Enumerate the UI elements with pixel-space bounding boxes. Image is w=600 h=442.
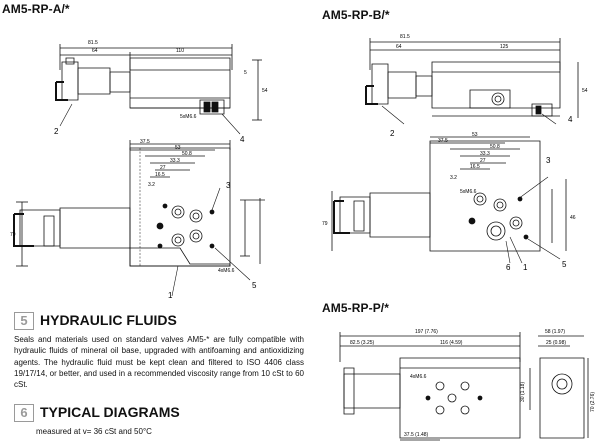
callout-a-top-2: 2 [54,127,59,136]
dim-a-16-5: 16.5 [155,172,165,178]
dim-a-33-3: 33.3 [170,158,180,164]
dim-b-37-5: 37.5 [438,138,448,144]
section-number-6: 6 [14,404,34,422]
dim-b-50-8: 50.8 [490,144,500,150]
drawing-title-a: AM5-RP-A/* [2,2,70,16]
drawing-a-front-view: 37.5 53 50.8 33.3 27 16.5 3.2 79 4xM6.6 … [10,139,300,300]
dim-b-27: 27 [480,158,486,164]
dim-b-125: 125 [500,44,509,50]
dim-p-4xm6: 4xM6.6 [410,374,427,380]
callout-b-top-2: 2 [390,129,395,138]
dim-b-53: 53 [472,132,478,138]
section-heading-hydraulic-fluids: HYDRAULIC FLUIDS [40,312,177,328]
dim-a-4xm6: 4xM6.6 [218,268,235,274]
dim-b-5xm6: 5xM6.6 [460,189,477,195]
dim-a-64: 64 [92,48,98,54]
dim-a-5: 5 [244,70,247,76]
dim-b-54: 54 [582,88,588,94]
dim-b-64: 64 [396,44,402,50]
dim-b-81-5: 81.5 [400,34,410,40]
dim-p-82-5: 82.5 (3.25) [350,340,375,346]
drawing-b-front-view: 53 37.5 50.8 33.3 27 16.5 3.2 79 46 5xM6… [322,132,576,272]
dim-p-37-5: 37.5 (1.48) [404,432,429,438]
section-heading-typical-diagrams: TYPICAL DIAGRAMS [40,404,180,420]
dim-b-16-5: 16.5 [470,164,480,170]
dim-b-46: 46 [570,215,576,221]
callout-a-bot-5: 5 [252,281,257,290]
section-body-typical-diagrams: measured at v= 36 cSt and 50°C [36,427,152,436]
dim-a-5xm6: 5xM6.6 [180,114,197,120]
dim-a-37-5: 37.5 [140,139,150,145]
callout-b-bot-1: 1 [523,263,528,272]
dim-p-70: 70 (2.76) [590,392,596,412]
dim-a-54: 54 [262,88,268,94]
callout-a-bot-3: 3 [226,181,231,190]
dim-p-116: 116 (4.59) [440,340,463,346]
dim-b-79: 79 [322,221,328,227]
callout-b-bot-5: 5 [562,260,567,269]
dim-a-79: 79 [10,232,16,238]
drawing-title-p: AM5-RP-P/* [322,301,390,315]
section-body-hydraulic-fluids: Seals and materials used on standard val… [14,335,304,390]
drawing-a-top-view: 81.5 64 110 54 5 5xM6.6 2 4 [54,40,268,144]
dim-a-3-2: 3.2 [148,182,155,188]
dim-a-81-5: 81.5 [88,40,98,46]
dim-p-25: 25 (0.98) [546,340,566,346]
dim-p-197: 197 (7.76) [415,329,438,335]
dim-a-53: 53 [175,145,181,151]
callout-b-bot-3: 3 [546,156,551,165]
section-number-5: 5 [14,312,34,330]
callout-b-top-4: 4 [568,115,573,124]
dim-a-27: 27 [160,165,166,171]
callout-b-bot-6: 6 [506,263,511,272]
dim-a-50-8: 50.8 [182,151,192,157]
callout-a-bot-1: 1 [168,291,173,300]
drawing-b-top-view: 81.5 64 125 54 2 4 [320,34,588,138]
drawing-title-b: AM5-RP-B/* [322,8,390,22]
drawing-p-views: 197 (7.76) 82.5 (3.25) 116 (4.59) 58 (1.… [320,329,596,442]
dim-p-30: 30 (1.18) [520,382,526,402]
callout-a-top-4: 4 [240,135,245,144]
dim-p-58: 58 (1.97) [545,329,565,335]
dim-a-110: 110 [176,48,184,54]
dim-b-3-2: 3.2 [450,175,457,181]
dim-b-33-3: 33.3 [480,151,490,157]
